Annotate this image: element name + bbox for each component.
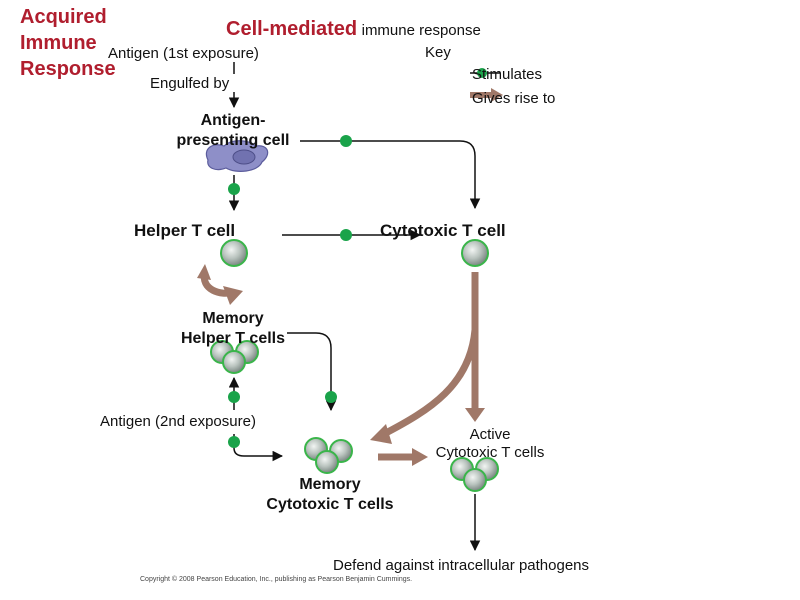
- key-gives-rise-label: Gives rise to: [472, 90, 556, 107]
- memory-helper-label-line-1: Memory: [202, 310, 264, 327]
- apc-label-line-1: Antigen-: [200, 112, 266, 129]
- apc-to-cytotoxic-arrow: [300, 140, 481, 210]
- page-title: Acquired Immune Response: [20, 4, 116, 82]
- helper-t-cell-label: Helper T cell: [134, 221, 236, 240]
- stim-dot-memhelper-memcyto: [325, 391, 337, 403]
- defend-label: Defend against intracellular pathogens: [333, 557, 590, 574]
- stim-dot-helper-cyto: [340, 229, 352, 241]
- key-stimulates-label: Stimulates: [472, 66, 543, 83]
- active-cytotoxic-label-line-2: Cytotoxic T cells: [435, 444, 545, 461]
- antigen-first-exposure-label: Antigen (1st exposure): [108, 45, 259, 62]
- key-title: Key: [425, 44, 451, 61]
- memhelper-to-memcyto-arrow: [287, 332, 337, 412]
- key-gives-rise-arrow: [470, 88, 503, 102]
- antigen-presenting-cell-shape: [205, 140, 269, 172]
- active-cytotoxic-label: Active Cytotoxic T cells: [420, 426, 560, 462]
- memory-cytotoxic-label-line-2: Cytotoxic T cells: [266, 496, 394, 513]
- apc-label: Antigen- presenting cell: [168, 111, 298, 151]
- memory-helper-label: Memory Helper T cells: [168, 309, 298, 349]
- engulfed-by-label: Engulfed by: [150, 75, 230, 92]
- antigen2-to-memcyto-arrow: [233, 434, 284, 462]
- cytotoxic-t-cell-shape: [461, 239, 489, 267]
- cytotoxic-t-cell-label: Cytotoxic T cell: [380, 221, 506, 240]
- helper-t-cell-shape: [220, 239, 248, 267]
- memory-cytotoxic-cells: [304, 437, 353, 474]
- subtitle-black: immune response: [361, 22, 481, 39]
- stim-dot-apc-cyto: [340, 135, 352, 147]
- cyto-to-memcyto-arrow-line: [382, 329, 479, 438]
- copyright-notice: Copyright © 2008 Pearson Education, Inc.…: [140, 576, 413, 583]
- active-cytotoxic-cells: [450, 457, 499, 492]
- apc-label-line-2: presenting cell: [176, 132, 290, 149]
- key-stimulates-symbol: [470, 68, 500, 78]
- antigen-second-exposure-label: Antigen (2nd exposure): [100, 413, 256, 430]
- cyto-to-active-arrow-head: [465, 408, 485, 422]
- stim-dot-antigen2-memcyto: [228, 436, 240, 448]
- stim-dot-antigen2-memhelper: [228, 391, 240, 403]
- subtitle-red: Cell-mediated: [226, 18, 358, 40]
- memory-cytotoxic-label: Memory Cytotoxic T cells: [250, 475, 410, 515]
- memory-helper-label-line-2: Helper T cells: [180, 330, 286, 347]
- memory-helper-cells: [210, 340, 259, 374]
- cyto-to-memcyto-arrow-head: [370, 424, 392, 444]
- active-cytotoxic-label-line-1: Active: [469, 426, 511, 443]
- title-line-1: Acquired: [20, 6, 107, 28]
- stim-dot-apc-helper: [228, 183, 240, 195]
- title-line-2: Immune: [20, 32, 97, 54]
- title-line-3: Response: [20, 58, 116, 80]
- memory-cytotoxic-label-line-1: Memory: [299, 476, 361, 493]
- memcyto-to-active-arrow-head: [412, 448, 428, 466]
- helper-to-memory-arrow: [197, 264, 243, 305]
- diagram-subtitle: Cell-mediated immune response: [226, 18, 481, 41]
